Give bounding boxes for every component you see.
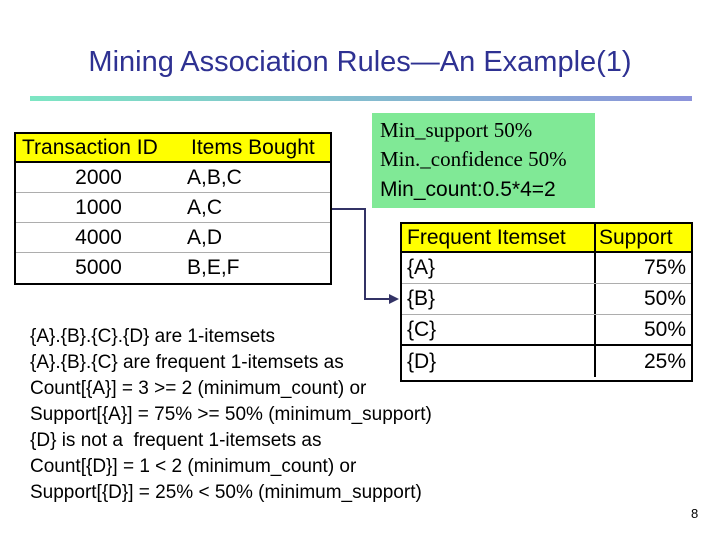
itemset-cell: {D} bbox=[402, 346, 596, 377]
explanation-line: {D} is not a frequent 1-itemsets as bbox=[30, 430, 322, 451]
column-header-transaction-id: Transaction ID bbox=[22, 135, 158, 159]
connector-arrowhead-icon bbox=[389, 294, 399, 304]
connector-line-segment bbox=[366, 298, 390, 300]
transaction-id-cell: 5000 bbox=[75, 256, 122, 279]
column-header-frequent-itemset: Frequent Itemset bbox=[402, 224, 596, 251]
itemset-cell: {A} bbox=[402, 253, 596, 283]
transaction-id-cell: 4000 bbox=[75, 225, 122, 249]
explanation-line: Support[{D}] = 25% < 50% (minimum_suppor… bbox=[30, 482, 422, 503]
table-row: {C} 50% bbox=[402, 315, 691, 346]
column-header-items-bought: Items Bought bbox=[191, 135, 315, 159]
itemset-cell: {C} bbox=[402, 315, 596, 344]
table-row: 4000 A,D bbox=[16, 223, 330, 253]
column-header-support: Support bbox=[599, 225, 673, 249]
connector-line-segment bbox=[332, 208, 366, 210]
support-cell: 25% bbox=[643, 349, 686, 373]
explanation-line: Count[{A}] = 3 >= 2 (minimum_count) or bbox=[30, 378, 367, 399]
items-bought-cell: B,E,F bbox=[187, 256, 240, 279]
explanation-line: {A}.{B}.{C} are frequent 1-itemsets as bbox=[30, 352, 344, 373]
page-title: Mining Association Rules—An Example(1) bbox=[88, 46, 632, 78]
table-row: {A} 75% bbox=[402, 253, 691, 284]
page-number: 8 bbox=[691, 506, 699, 521]
explanation-line: Support[{A}] = 75% >= 50% (minimum_suppo… bbox=[30, 404, 432, 425]
frequent-itemset-table-header: Frequent Itemset Support bbox=[402, 224, 691, 253]
explanation-text-block: {A}.{B}.{C}.{D} are 1-itemsets {A}.{B}.{… bbox=[30, 324, 432, 506]
table-row: {D} 25% bbox=[402, 346, 691, 377]
min-count-line: Min_count:0.5*4=2 bbox=[380, 178, 556, 201]
items-bought-cell: A,D bbox=[187, 225, 223, 249]
support-cell: 75% bbox=[643, 256, 686, 279]
items-bought-cell: A,C bbox=[187, 195, 223, 219]
transaction-id-cell: 1000 bbox=[75, 195, 122, 219]
title-divider-rule bbox=[30, 96, 692, 101]
min-support-line: Min_support 50% bbox=[380, 118, 533, 142]
connector-line-segment bbox=[364, 208, 366, 300]
transaction-id-cell: 2000 bbox=[75, 165, 122, 189]
explanation-line: Count[{D}] = 1 < 2 (minimum_count) or bbox=[30, 456, 357, 477]
table-row: 1000 A,C bbox=[16, 193, 330, 223]
transactions-table: Transaction ID Items Bought 2000 A,B,C 1… bbox=[14, 132, 332, 285]
support-cell: 50% bbox=[643, 287, 686, 310]
frequent-itemset-table: Frequent Itemset Support {A} 75% {B} 50%… bbox=[400, 222, 693, 382]
min-thresholds-callout: Min_support 50% Min._confidence 50% Min_… bbox=[372, 113, 595, 208]
table-row: {B} 50% bbox=[402, 284, 691, 315]
table-row: 2000 A,B,C bbox=[16, 163, 330, 193]
items-bought-cell: A,B,C bbox=[187, 165, 242, 189]
transactions-table-header: Transaction ID Items Bought bbox=[16, 134, 330, 163]
itemset-cell: {B} bbox=[402, 284, 596, 314]
support-cell: 50% bbox=[643, 317, 686, 341]
min-confidence-line: Min._confidence 50% bbox=[380, 147, 567, 171]
table-row: 5000 B,E,F bbox=[16, 253, 330, 283]
explanation-line: {A}.{B}.{C}.{D} are 1-itemsets bbox=[30, 326, 276, 347]
